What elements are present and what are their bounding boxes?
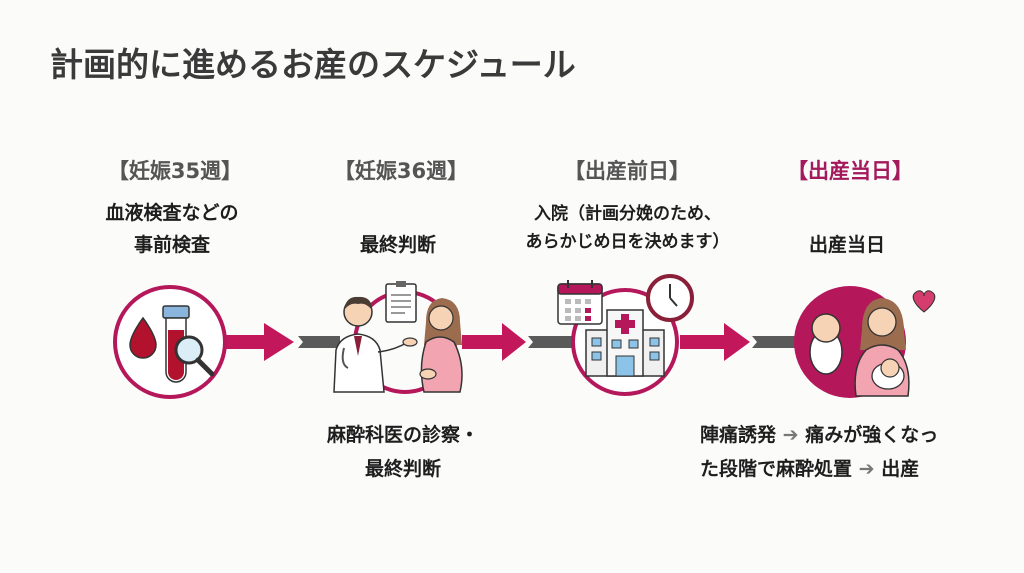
pregnant-woman-figure xyxy=(419,298,463,393)
swaddled-baby-figure xyxy=(809,313,843,375)
arrow-right-icon xyxy=(724,323,750,361)
connector-3 xyxy=(680,323,800,361)
calendar-icon xyxy=(557,280,603,325)
magnifier-icon xyxy=(174,335,204,365)
step-3-description: 入院（計画分娩のため、 あらかじめ日を決めます） xyxy=(490,200,765,256)
arrow-right-icon xyxy=(502,323,526,361)
connector-3-bar xyxy=(752,336,800,348)
step-2-description: 最終判断 xyxy=(268,229,528,261)
step-3-description-line: 入院（計画分娩のため、 xyxy=(534,204,721,224)
connector-3-shaft xyxy=(680,335,726,349)
page-title: 計画的に進めるお産のスケジュール xyxy=(50,45,576,84)
hospital-building-icon xyxy=(585,309,665,377)
arrow-right-icon xyxy=(264,323,294,361)
heart-icon xyxy=(912,290,936,313)
step-2-description-line: 最終判断 xyxy=(359,234,436,256)
step-2-note: 麻酔科医の診察・ 最終判断 xyxy=(298,418,508,486)
connector-1 xyxy=(226,323,340,361)
connector-1-bar xyxy=(298,336,340,348)
note-text: 出産 xyxy=(881,458,920,480)
note-text: 陣痛誘発 xyxy=(700,424,777,446)
step-4-note-line: た段階で麻酔処置 ➔ 出産 xyxy=(700,452,1000,486)
blood-drop-icon xyxy=(129,316,157,359)
arrow-right-icon: ➔ xyxy=(858,458,875,480)
step-4-description-line: 出産当日 xyxy=(808,234,885,256)
step-4-note-line: 陣痛誘発 ➔ 痛みが強くなっ xyxy=(700,418,1000,452)
clock-icon xyxy=(646,274,694,322)
step-1-description-line: 血液検査などの xyxy=(105,202,239,224)
doctor-figure xyxy=(333,296,418,393)
step-3-heading: 【出産前日】 xyxy=(564,159,690,183)
connector-2-bar xyxy=(528,336,572,348)
blood-test-icon xyxy=(113,285,227,399)
hospital-admission-icon xyxy=(557,274,694,396)
step-3-description-line: あらかじめ日を決めます） xyxy=(525,232,730,252)
step-4-note: 陣痛誘発 ➔ 痛みが強くなっ た段階で麻酔処置 ➔ 出産 xyxy=(700,418,1000,486)
mother-baby-icon xyxy=(794,286,936,398)
step-1-description-line: 事前検査 xyxy=(133,234,210,256)
step-2-note-line: 最終判断 xyxy=(364,458,441,480)
connector-2-shaft xyxy=(462,335,504,349)
arrow-right-icon: ➔ xyxy=(782,424,799,446)
connector-1-shaft xyxy=(226,335,266,349)
clipboard-icon xyxy=(385,283,417,323)
tube-cap xyxy=(162,305,190,319)
connector-2 xyxy=(462,323,572,361)
step-2-heading: 【妊娠36週】 xyxy=(333,159,469,183)
step-4-description: 出産当日 xyxy=(717,229,977,261)
mother-figure xyxy=(854,298,910,397)
note-text: 痛みが強くなっ xyxy=(805,424,939,446)
step-1-description: 血液検査などの 事前検査 xyxy=(42,197,302,261)
doctor-consultation-icon xyxy=(333,281,463,394)
step-4-heading: 【出産当日】 xyxy=(787,159,913,183)
note-text: た段階で麻酔処置 xyxy=(700,458,853,480)
step-1-heading: 【妊娠35週】 xyxy=(107,159,243,183)
step-2-note-line: 麻酔科医の診察・ xyxy=(326,424,479,446)
